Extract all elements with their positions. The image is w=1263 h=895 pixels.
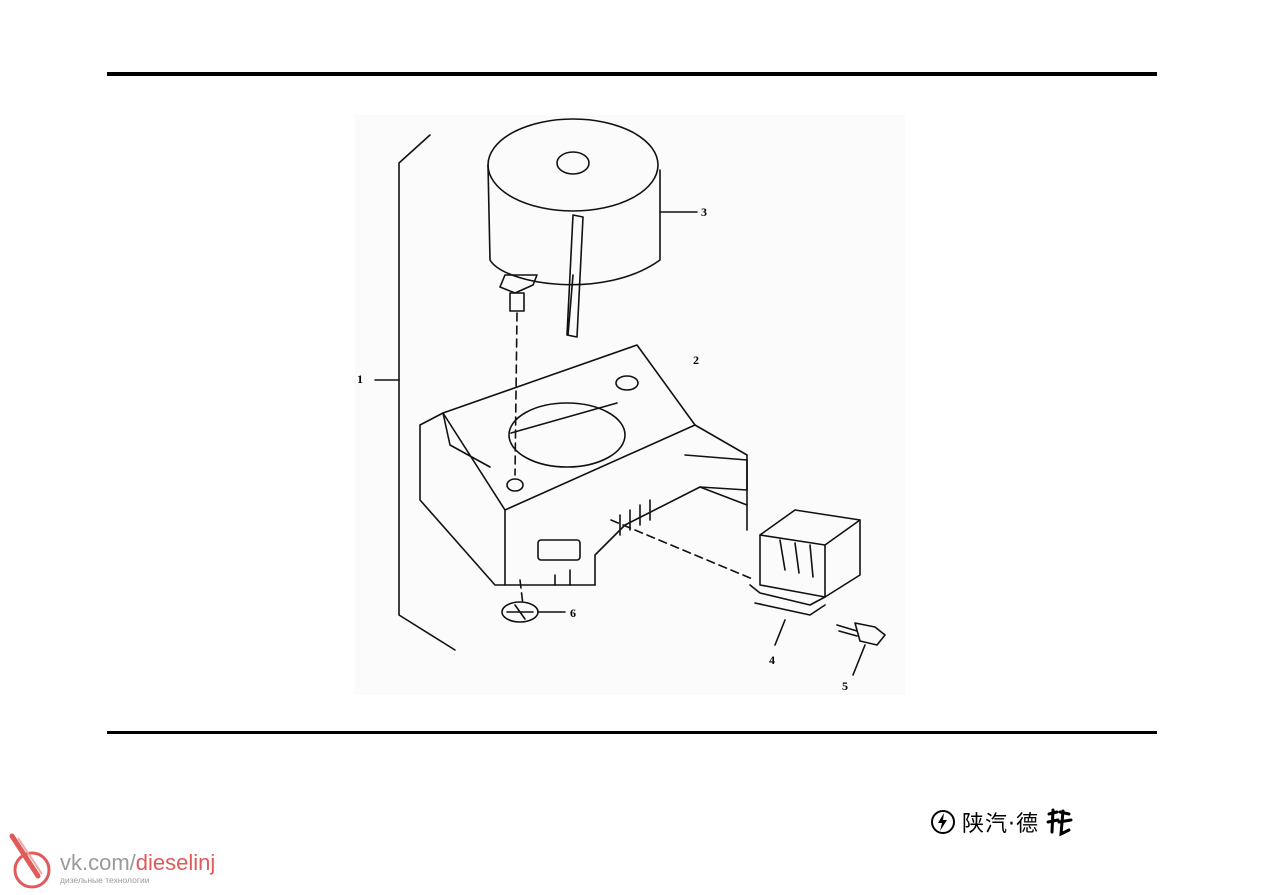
callout-3: 3 xyxy=(701,205,707,219)
part-5-screw xyxy=(836,622,886,676)
part-6-grommet xyxy=(501,601,566,623)
watermark-url-accent: dieselinj xyxy=(135,850,216,875)
part-2-housing xyxy=(419,344,748,586)
part-4-connector xyxy=(749,509,861,646)
bottom-rule xyxy=(107,731,1157,734)
callout-5: 5 xyxy=(842,679,848,693)
assembly-lines xyxy=(514,312,756,606)
watermark-url-prefix: vk.com/ xyxy=(60,850,136,875)
calligraphy-glyph-icon xyxy=(1046,808,1073,836)
watermark-url: vk.com/dieselinj xyxy=(60,850,215,876)
assembly-bracket xyxy=(374,134,456,651)
watermark-subtitle: дизельные технологии xyxy=(60,875,150,885)
callout-2: 2 xyxy=(693,353,699,367)
callout-1: 1 xyxy=(357,372,363,386)
callout-6: 6 xyxy=(570,606,576,620)
brand-logo: 陕汽·德 xyxy=(930,806,1073,838)
brand-text: 陕汽·德 xyxy=(962,812,1039,837)
injector-nozzle-icon xyxy=(9,833,51,889)
top-rule xyxy=(107,72,1157,76)
exploded-parts-diagram: 1 2 3 4 5 6 xyxy=(355,115,905,695)
callout-4: 4 xyxy=(769,653,775,667)
part-3-motor xyxy=(487,118,698,338)
watermark: vk.com/dieselinj дизельные технологии xyxy=(8,832,248,890)
lightning-circle-icon xyxy=(931,810,955,834)
